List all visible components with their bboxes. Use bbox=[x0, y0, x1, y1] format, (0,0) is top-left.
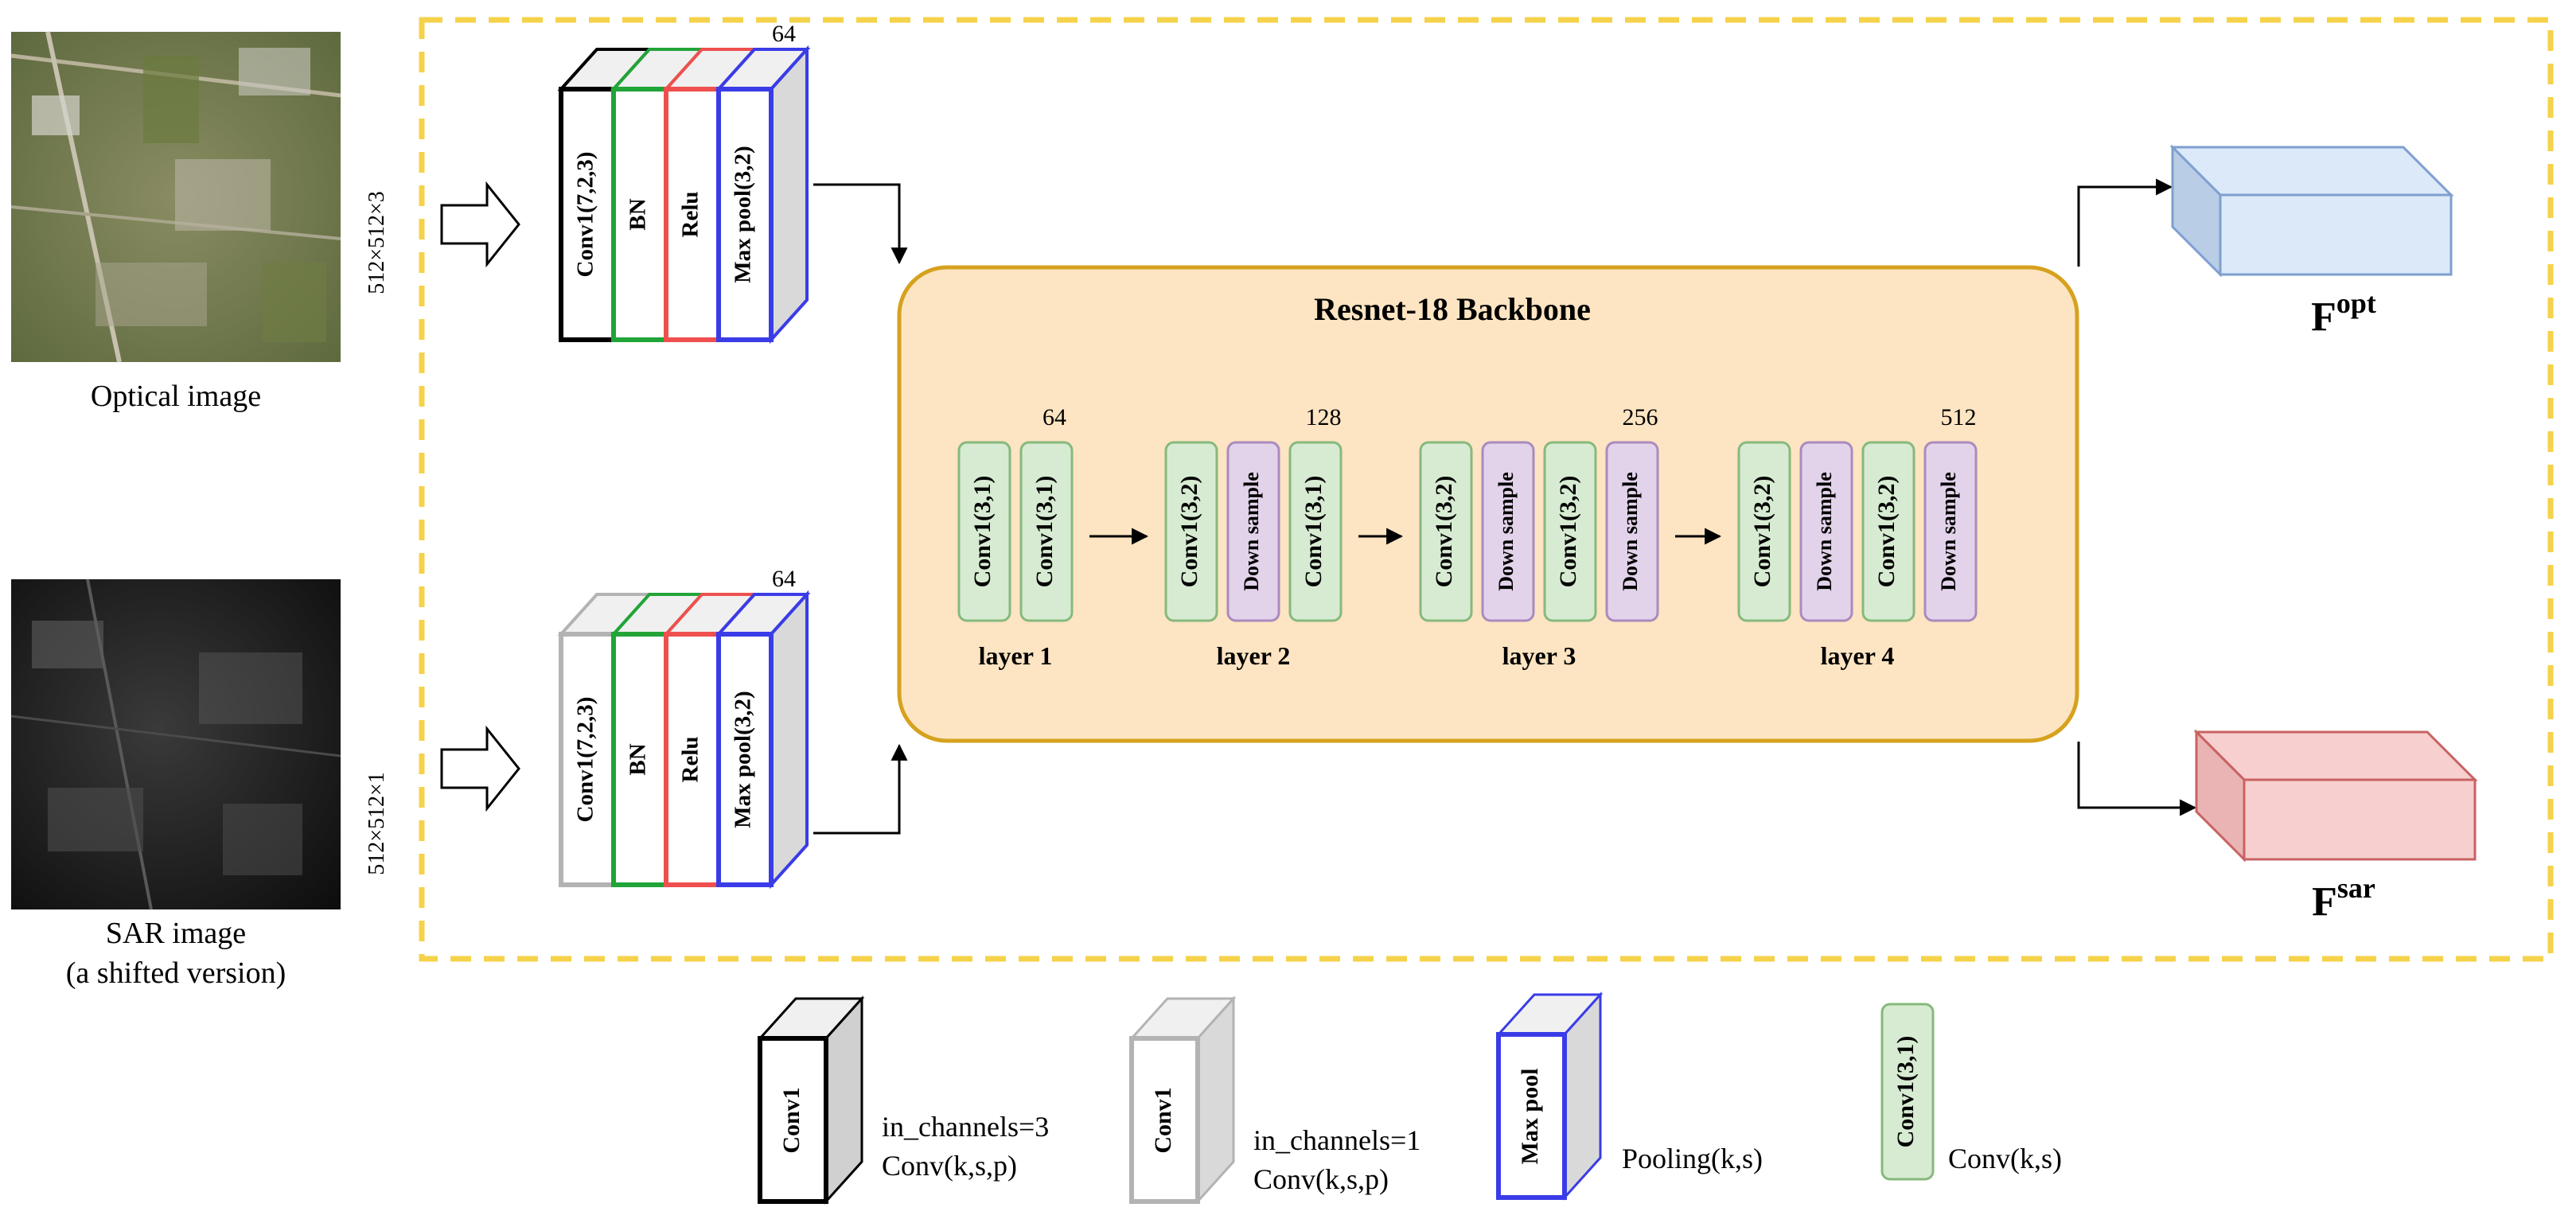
legend-maxpool-line1: Pooling(k,s) bbox=[1622, 1143, 1763, 1174]
backbone-layers: Conv1(3,1) Conv1(3,1) 64 layer 1 Conv1(3,2) D… bbox=[957, 404, 1978, 670]
legend-maxpool-block: Max pool bbox=[1517, 1069, 1543, 1165]
optical-stem-layer-2: BN bbox=[610, 48, 706, 342]
backbone-group-2-label: layer 2 bbox=[1217, 641, 1291, 670]
backbone-block-label: Conv1(3,2) bbox=[1176, 476, 1202, 588]
backbone-block-label: Conv1(3,2) bbox=[1749, 476, 1775, 588]
optical-image-caption: Optical image bbox=[91, 380, 261, 413]
backbone-block-label: Down sample bbox=[1619, 472, 1642, 591]
legend-conv-gray-block: Conv1 bbox=[1150, 1087, 1176, 1153]
sar-input-arrow bbox=[440, 725, 520, 812]
legend-conv-gray: Conv1 bbox=[1128, 995, 1237, 1205]
legend-conv-gray-line2: Conv(k,s,p) bbox=[1253, 1163, 1389, 1195]
optical-image bbox=[10, 31, 341, 363]
backbone-block-label: Conv1(3,1) bbox=[969, 476, 996, 588]
sar-image-caption-sub: (a shifted version) bbox=[66, 956, 286, 990]
optical-stem-layer-1: Conv1(7,2,3) bbox=[557, 48, 653, 342]
backbone-block-label: Down sample bbox=[1495, 472, 1518, 591]
backbone-to-fsar-arrow bbox=[2077, 742, 2197, 816]
backbone-group-1-block-1: Conv1(3,1) bbox=[957, 441, 1011, 622]
backbone-group-1-block-2: Conv1(3,1) bbox=[1019, 441, 1074, 622]
legend-conv-green-block: Conv1(3,1) bbox=[1892, 1036, 1919, 1148]
backbone-group-3: Conv1(3,2) Down sample Conv1(3,2) Down samp… bbox=[1419, 404, 1659, 670]
backbone-group-2-block-1: Conv1(3,2) bbox=[1164, 441, 1218, 622]
backbone-group-4-block-2: Down sample bbox=[1799, 441, 1853, 622]
optical-input-arrow bbox=[440, 181, 520, 268]
backbone-block-label: Conv1(3,1) bbox=[1300, 476, 1327, 588]
backbone-group-3-label: layer 3 bbox=[1502, 641, 1576, 670]
sar-size-label: 512×512×1 bbox=[364, 772, 389, 875]
sar-stem-layer-4: Max pool(3,2) bbox=[715, 590, 811, 890]
sar-stem-layer-label-3: Relu bbox=[678, 737, 703, 783]
legend-conv-black: Conv1 bbox=[757, 995, 865, 1205]
sar-stem-layer-label-4: Max pool(3,2) bbox=[731, 691, 756, 828]
optical-stem: Conv1(7,2,3) BN Relu Max pool(3,2) 64 bbox=[557, 21, 811, 345]
backbone-group-2-block-2: Down sample bbox=[1226, 441, 1280, 622]
optical-stem-layer-label-4: Max pool(3,2) bbox=[731, 146, 756, 282]
legend-conv-black-block: Conv1 bbox=[778, 1087, 805, 1153]
backbone-group-2-channels: 128 bbox=[1306, 404, 1342, 430]
dashed-frame bbox=[419, 17, 2554, 962]
sar-stem-layer-2: BN bbox=[610, 593, 706, 887]
backbone-title: Resnet-18 Backbone bbox=[1314, 291, 1591, 327]
backbone-block-label: Conv1(3,2) bbox=[1555, 476, 1581, 588]
fopt-label: Fopt bbox=[2311, 287, 2376, 340]
legend-conv-green-line1: Conv(k,s) bbox=[1948, 1143, 2062, 1174]
backbone-group-3-block-3: Conv1(3,2) bbox=[1543, 441, 1597, 622]
backbone-block-label: Conv1(3,2) bbox=[1431, 476, 1457, 588]
backbone-group-1-label: layer 1 bbox=[979, 641, 1053, 670]
sar-image bbox=[10, 578, 341, 910]
sar-stem: Conv1(7,2,3) BN Relu Max pool(3,2) 64 bbox=[557, 566, 811, 890]
backbone-group-3-block-2: Down sample bbox=[1481, 441, 1535, 622]
backbone-group-4-block-3: Conv1(3,2) bbox=[1861, 441, 1915, 622]
legend-conv-black-line1: in_channels=3 bbox=[882, 1111, 1049, 1143]
backbone-block-label: Down sample bbox=[1937, 472, 1960, 591]
sar-to-backbone-arrow bbox=[813, 743, 908, 835]
backbone-group-2: Conv1(3,2) Down sample Conv1(3,1) 128 layer … bbox=[1164, 404, 1343, 670]
backbone-block-label: Down sample bbox=[1240, 472, 1263, 591]
backbone-block-label: Down sample bbox=[1813, 472, 1836, 591]
legend-conv-green: Conv1(3,1) bbox=[1880, 1003, 1935, 1181]
backbone-group-4-label: layer 4 bbox=[1821, 641, 1895, 670]
optical-stem-layer-label-1: Conv1(7,2,3) bbox=[573, 152, 598, 278]
sar-stem-layer-1: Conv1(7,2,3) bbox=[557, 593, 653, 887]
backbone-block-label: Conv1(3,1) bbox=[1031, 476, 1058, 588]
backbone-to-fopt-arrow bbox=[2077, 178, 2173, 267]
sar-image-caption: SAR image bbox=[106, 917, 246, 950]
backbone-group-4-block-1: Conv1(3,2) bbox=[1737, 441, 1791, 622]
legend-maxpool: Max pool bbox=[1495, 991, 1604, 1201]
backbone-group-2-block-3: Conv1(3,1) bbox=[1288, 441, 1343, 622]
backbone-group-3-block-1: Conv1(3,2) bbox=[1419, 441, 1473, 622]
legend-conv-gray-line1: in_channels=1 bbox=[1253, 1124, 1421, 1156]
backbone-group-1-channels: 64 bbox=[1042, 404, 1066, 430]
backbone-group-3-channels: 256 bbox=[1623, 404, 1658, 430]
backbone-group-4: Conv1(3,2) Down sample Conv1(3,2) Down samp… bbox=[1737, 404, 1978, 670]
legend-conv-black-line2: Conv(k,s,p) bbox=[882, 1150, 1017, 1182]
optical-to-backbone-arrow bbox=[813, 183, 908, 265]
backbone-group-1: Conv1(3,1) Conv1(3,1) 64 layer 1 bbox=[957, 404, 1074, 670]
fopt-feature-box bbox=[2169, 144, 2454, 278]
fsar-feature-box bbox=[2193, 729, 2478, 863]
backbone-group-3-block-4: Down sample bbox=[1605, 441, 1659, 622]
optical-stem-layer-label-3: Relu bbox=[678, 192, 703, 238]
backbone-group-4-channels: 512 bbox=[1941, 404, 1977, 430]
fsar-label: Fsar bbox=[2312, 872, 2375, 925]
sar-stem-layer-label-2: BN bbox=[625, 743, 651, 775]
sar-stem-layer-label-1: Conv1(7,2,3) bbox=[573, 697, 598, 823]
optical-stem-layer-4: Max pool(3,2) bbox=[715, 45, 811, 345]
optical-size-label: 512×512×3 bbox=[364, 191, 389, 294]
optical-stem-layer-label-2: BN bbox=[625, 198, 651, 230]
sar-stem-channels: 64 bbox=[772, 566, 796, 592]
backbone-block-label: Conv1(3,2) bbox=[1873, 476, 1900, 588]
backbone-group-4-block-4: Down sample bbox=[1923, 441, 1978, 622]
optical-stem-channels: 64 bbox=[772, 21, 796, 47]
legend: Conv1 in_channels=3 Conv(k,s,p) Conv1 in… bbox=[757, 991, 2062, 1205]
